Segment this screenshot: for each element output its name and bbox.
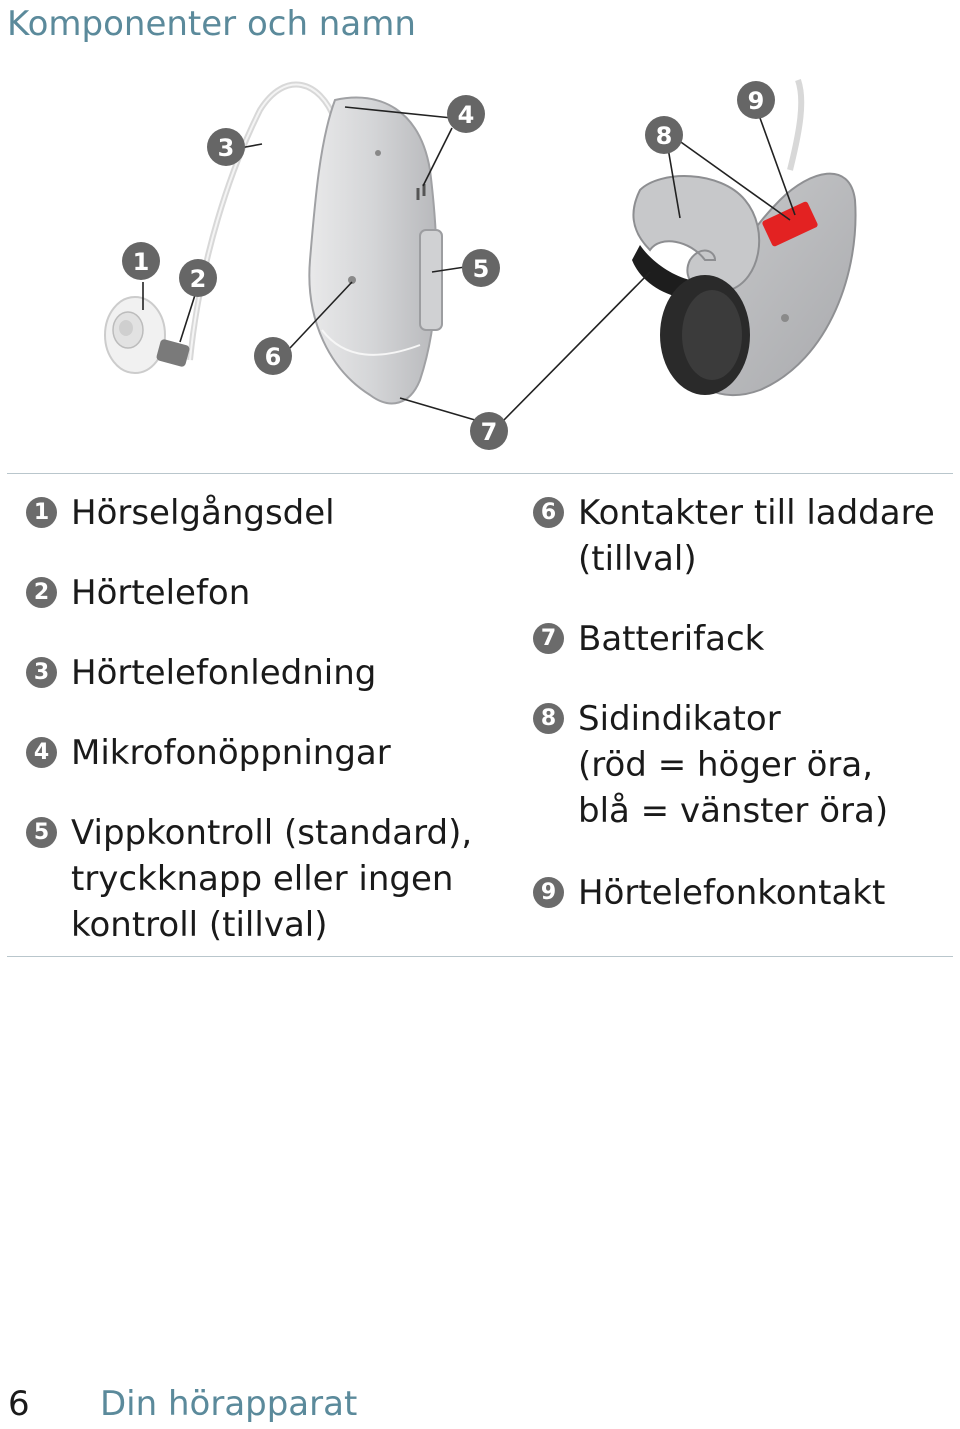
svg-text:7: 7 [481, 418, 498, 446]
legend-label: Hörtelefonledning [71, 653, 377, 693]
svg-text:6: 6 [265, 343, 282, 371]
receiver-wire-right [787, 79, 805, 171]
callout-7: 7 [470, 412, 508, 450]
section-title: Din hörapparat [100, 1384, 358, 1424]
ear-dome [104, 296, 166, 374]
number-badge: 3 [26, 657, 57, 688]
legend-label-line-1: Sidindikator [578, 699, 781, 739]
callout-8: 8 [645, 116, 683, 154]
legend-label: Hörselgångsdel [71, 493, 335, 533]
number-badge: 1 [26, 497, 57, 528]
callout-6: 6 [254, 337, 292, 375]
legend-label-line-2: (röd = höger öra, [578, 745, 874, 785]
svg-text:4: 4 [458, 101, 475, 129]
divider-top [7, 473, 953, 474]
svg-text:9: 9 [748, 87, 765, 115]
callout-5: 5 [462, 249, 500, 287]
number-badge: 7 [533, 623, 564, 654]
battery-door [632, 175, 761, 294]
rocker-switch [419, 229, 443, 331]
page-heading: Komponenter och namn [7, 4, 416, 44]
callout-3: 3 [207, 128, 245, 166]
svg-text:8: 8 [656, 122, 673, 150]
hearing-aid-body-left [308, 96, 438, 405]
number-badge: 9 [533, 877, 564, 908]
legend-label-line-2: (tillval) [578, 539, 697, 579]
svg-text:1: 1 [133, 248, 150, 276]
number-badge: 2 [26, 577, 57, 608]
legend-label-line-3: blå = vänster öra) [578, 791, 889, 831]
legend-label: Batterifack [578, 619, 765, 659]
callout-9: 9 [737, 81, 775, 119]
number-badge: 4 [26, 737, 57, 768]
svg-text:3: 3 [218, 134, 235, 162]
page-number: 6 [8, 1384, 30, 1424]
legend-label-line-3: kontroll (tillval) [71, 905, 328, 945]
legend-label-line-2: tryckknapp eller ingen [71, 859, 454, 899]
svg-text:5: 5 [473, 255, 490, 283]
number-badge: 5 [26, 817, 57, 848]
legend-label: Hörtelefonkontakt [578, 873, 886, 913]
callout-4: 4 [447, 95, 485, 133]
callout-2: 2 [179, 259, 217, 297]
hearing-aid-illustration: 1 2 3 4 5 6 7 8 9 [104, 79, 857, 450]
receiver [156, 339, 190, 367]
number-badge: 8 [533, 703, 564, 734]
svg-text:2: 2 [190, 265, 207, 293]
legend-label-line-1: Kontakter till laddare [578, 493, 935, 533]
number-badge: 6 [533, 497, 564, 528]
side-indicator [762, 201, 818, 247]
legend-label-line-1: Vippkontroll (standard), [71, 813, 473, 853]
legend-label: Hörtelefon [71, 573, 251, 613]
legend-label: Mikrofonöppningar [71, 733, 391, 773]
callout-1: 1 [122, 242, 160, 280]
divider-bottom [7, 956, 953, 957]
